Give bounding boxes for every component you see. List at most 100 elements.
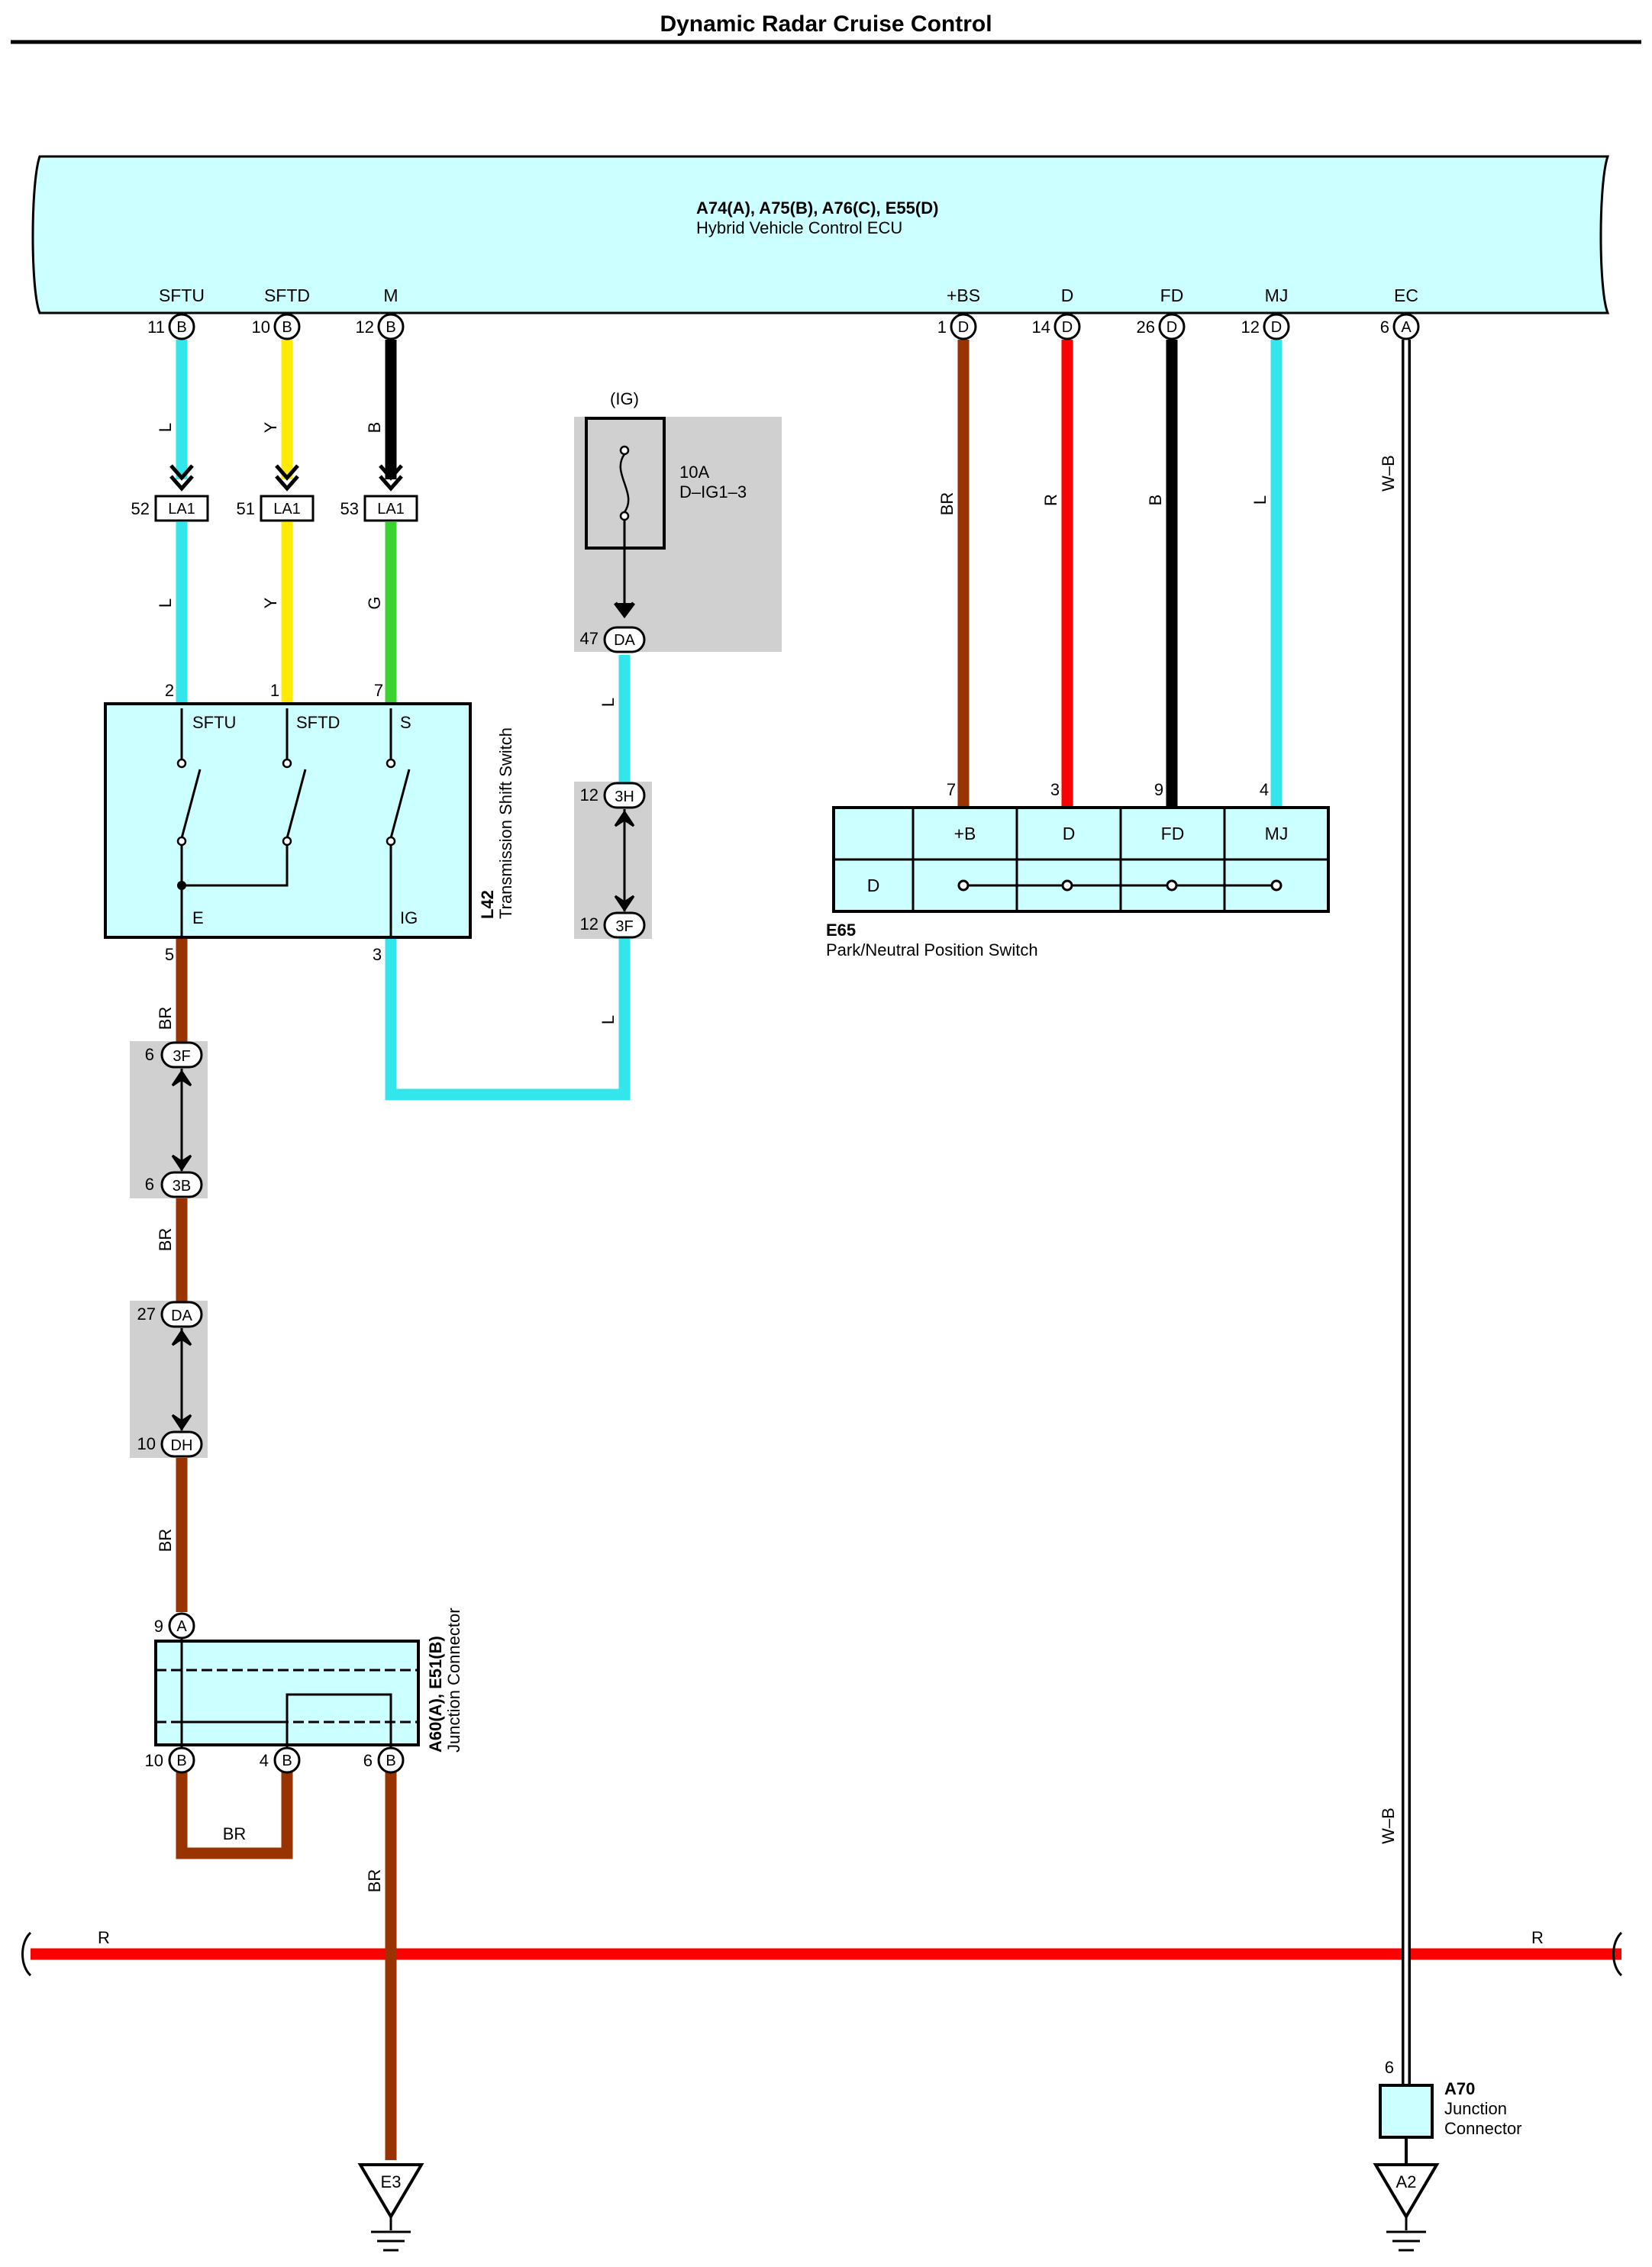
r-bus-break-left (21, 1931, 32, 1977)
junction-connector: 9 A 10 B 4 B 6 B A60(A), E51(B) Junction… (145, 1608, 463, 1774)
ground-a2-label: A2 (1396, 2172, 1417, 2191)
ecu-pin-bs-num: 1 (937, 318, 947, 337)
fuse-supply-label: (IG) (610, 389, 639, 408)
la1-sftd-pin: 51 (237, 499, 255, 518)
br-splice-1-bottom-pin: 6 (145, 1175, 154, 1194)
br-splice-1-top-conn: 3F (173, 1048, 190, 1065)
pn-switch: 7 3 9 4 +B D FD MJ D E65 Park/Neutral Po… (826, 780, 1330, 959)
r-bus-label-left: R (98, 1928, 110, 1947)
wire-label-sftd-upper: Y (261, 421, 280, 433)
pn-header-fd: FD (1161, 824, 1185, 843)
shift-switch: 2 1 7 SFTU SFTD S E IG 5 3 L42 Transmiss… (104, 681, 515, 964)
ecu-terminal-m: M (383, 285, 398, 305)
ground-a2: A2 (1373, 2163, 1440, 2252)
ig-splice: 12 3H 12 3F (580, 782, 646, 939)
fuse-icon (619, 453, 630, 513)
ecu-terminal-sftd: SFTD (264, 285, 310, 305)
wire-label-m-upper: B (365, 422, 384, 434)
br-splice-region-1 (130, 1041, 208, 1198)
ground-icon (357, 2163, 424, 2220)
shift-pin-s: 7 (374, 681, 383, 700)
shift-switch-name: Transmission Shift Switch (496, 727, 515, 919)
wire-label-sftd-lower: Y (261, 597, 280, 608)
wire-label-mj: L (1250, 495, 1270, 505)
chevron-down-icon (379, 464, 403, 492)
ig-splice-upper-conn: 3H (615, 788, 634, 805)
wire-label-d: R (1041, 494, 1060, 506)
r-bus-break-right (1612, 1931, 1623, 1977)
ecu-terminal-sftu: SFTU (159, 285, 205, 305)
ecu-terminal-bs: +BS (947, 285, 980, 305)
junction-body (154, 1640, 420, 1746)
ecu-pin-mj-conn: D (1271, 319, 1282, 336)
ecu-pin-ec-conn: A (1401, 319, 1412, 336)
shift-switch-code: L42 (478, 890, 497, 919)
ground-e3-label: E3 (381, 2172, 402, 2191)
la1-m-label: LA1 (377, 501, 405, 518)
la1-m-pin: 53 (340, 499, 359, 518)
switch-contact-s (389, 769, 411, 839)
chevron-up-icon (171, 1069, 192, 1087)
pn-pin-fd: 9 (1154, 780, 1163, 799)
pn-pin-bs: 7 (947, 780, 956, 799)
wire-label-ig-2: L (599, 1015, 618, 1024)
switch-contact-sftu (180, 769, 202, 839)
fuse-out-pin: 47 (580, 629, 599, 648)
ecu-name: Hybrid Vehicle Control ECU (696, 218, 902, 237)
shift-label-sftu: SFTU (192, 713, 236, 732)
junction-out-conn-3: B (386, 1753, 395, 1769)
shift-pin-sftd: 1 (270, 681, 279, 700)
wire-label-sftu-lower: L (156, 598, 175, 608)
ground-e3: E3 (357, 2163, 424, 2252)
br-splice-2-bottom-conn: DH (171, 1437, 193, 1454)
chevron-up-icon (614, 810, 635, 827)
ecu-pin-mj-num: 12 (1241, 318, 1260, 337)
wire-label-e-1: BR (156, 1007, 175, 1030)
wire-label-ec-lower: W–B (1379, 1807, 1398, 1844)
ecu-pin-mj: 12 D (1241, 313, 1290, 340)
la1-sftu-label: LA1 (168, 501, 195, 518)
a70-name-2: Connector (1444, 2119, 1522, 2138)
ecu-pin-m-conn: B (386, 319, 395, 336)
wire-label-junction-loop: BR (223, 1824, 247, 1843)
shift-pin-sftu: 2 (165, 681, 174, 700)
fuse-d-ig1-3: (IG) 10A D–IG1–3 47 DA (580, 389, 747, 653)
ecu-pin-sftd-num: 10 (252, 318, 270, 337)
junction-in-conn: A (176, 1618, 187, 1635)
chevron-down-icon (171, 1414, 192, 1431)
wire-label-bs: BR (937, 492, 957, 516)
ecu-pin-m-num: 12 (356, 318, 374, 337)
pn-pin-d: 3 (1050, 780, 1060, 799)
junction-out-conn-2: B (282, 1753, 292, 1769)
pn-header-d: D (1063, 824, 1076, 843)
la1-sftd-label: LA1 (273, 501, 301, 518)
a70-pin: 6 (1385, 2058, 1394, 2077)
pn-switch-code: E65 (826, 921, 856, 940)
pn-row-d: D (867, 876, 880, 895)
fuse-rating: 10A (679, 463, 709, 482)
ecu-pin-fd: 26 D (1137, 313, 1186, 340)
a70-connector: 6 A70 Junction Connector (1379, 2058, 1522, 2165)
shift-pin-ig: 3 (373, 945, 382, 964)
wire-label-ig-1: L (599, 698, 618, 707)
fuse-name: D–IG1–3 (679, 482, 747, 501)
pn-header-b: +B (954, 824, 976, 843)
a70-body (1379, 2084, 1434, 2139)
ecu-pin-sftd-conn: B (282, 319, 292, 336)
ig-splice-lower-conn: 3F (615, 918, 633, 935)
ecu-terminal-fd: FD (1160, 285, 1184, 305)
junction-out-pin-2: 4 (260, 1751, 269, 1770)
ecu-pin-sftu: 11 B (147, 313, 195, 340)
ecu-terminal-mj: MJ (1265, 285, 1289, 305)
ecu-pins: 11 B 10 B 12 B 1 D 14 D 26 D (147, 313, 1420, 340)
ecu-pin-bs: 1 D (937, 313, 977, 340)
ecu-pin-bs-conn: D (958, 319, 969, 336)
shift-label-s: S (400, 713, 411, 732)
wire-label-e-2: BR (156, 1228, 175, 1252)
shift-pin-e: 5 (165, 945, 174, 964)
ecu-pin-ec: 6 A (1380, 313, 1420, 340)
wire-label-s-lower: G (365, 596, 384, 609)
chevron-down-icon (275, 464, 299, 492)
ecu-pin-m: 12 B (356, 313, 405, 340)
